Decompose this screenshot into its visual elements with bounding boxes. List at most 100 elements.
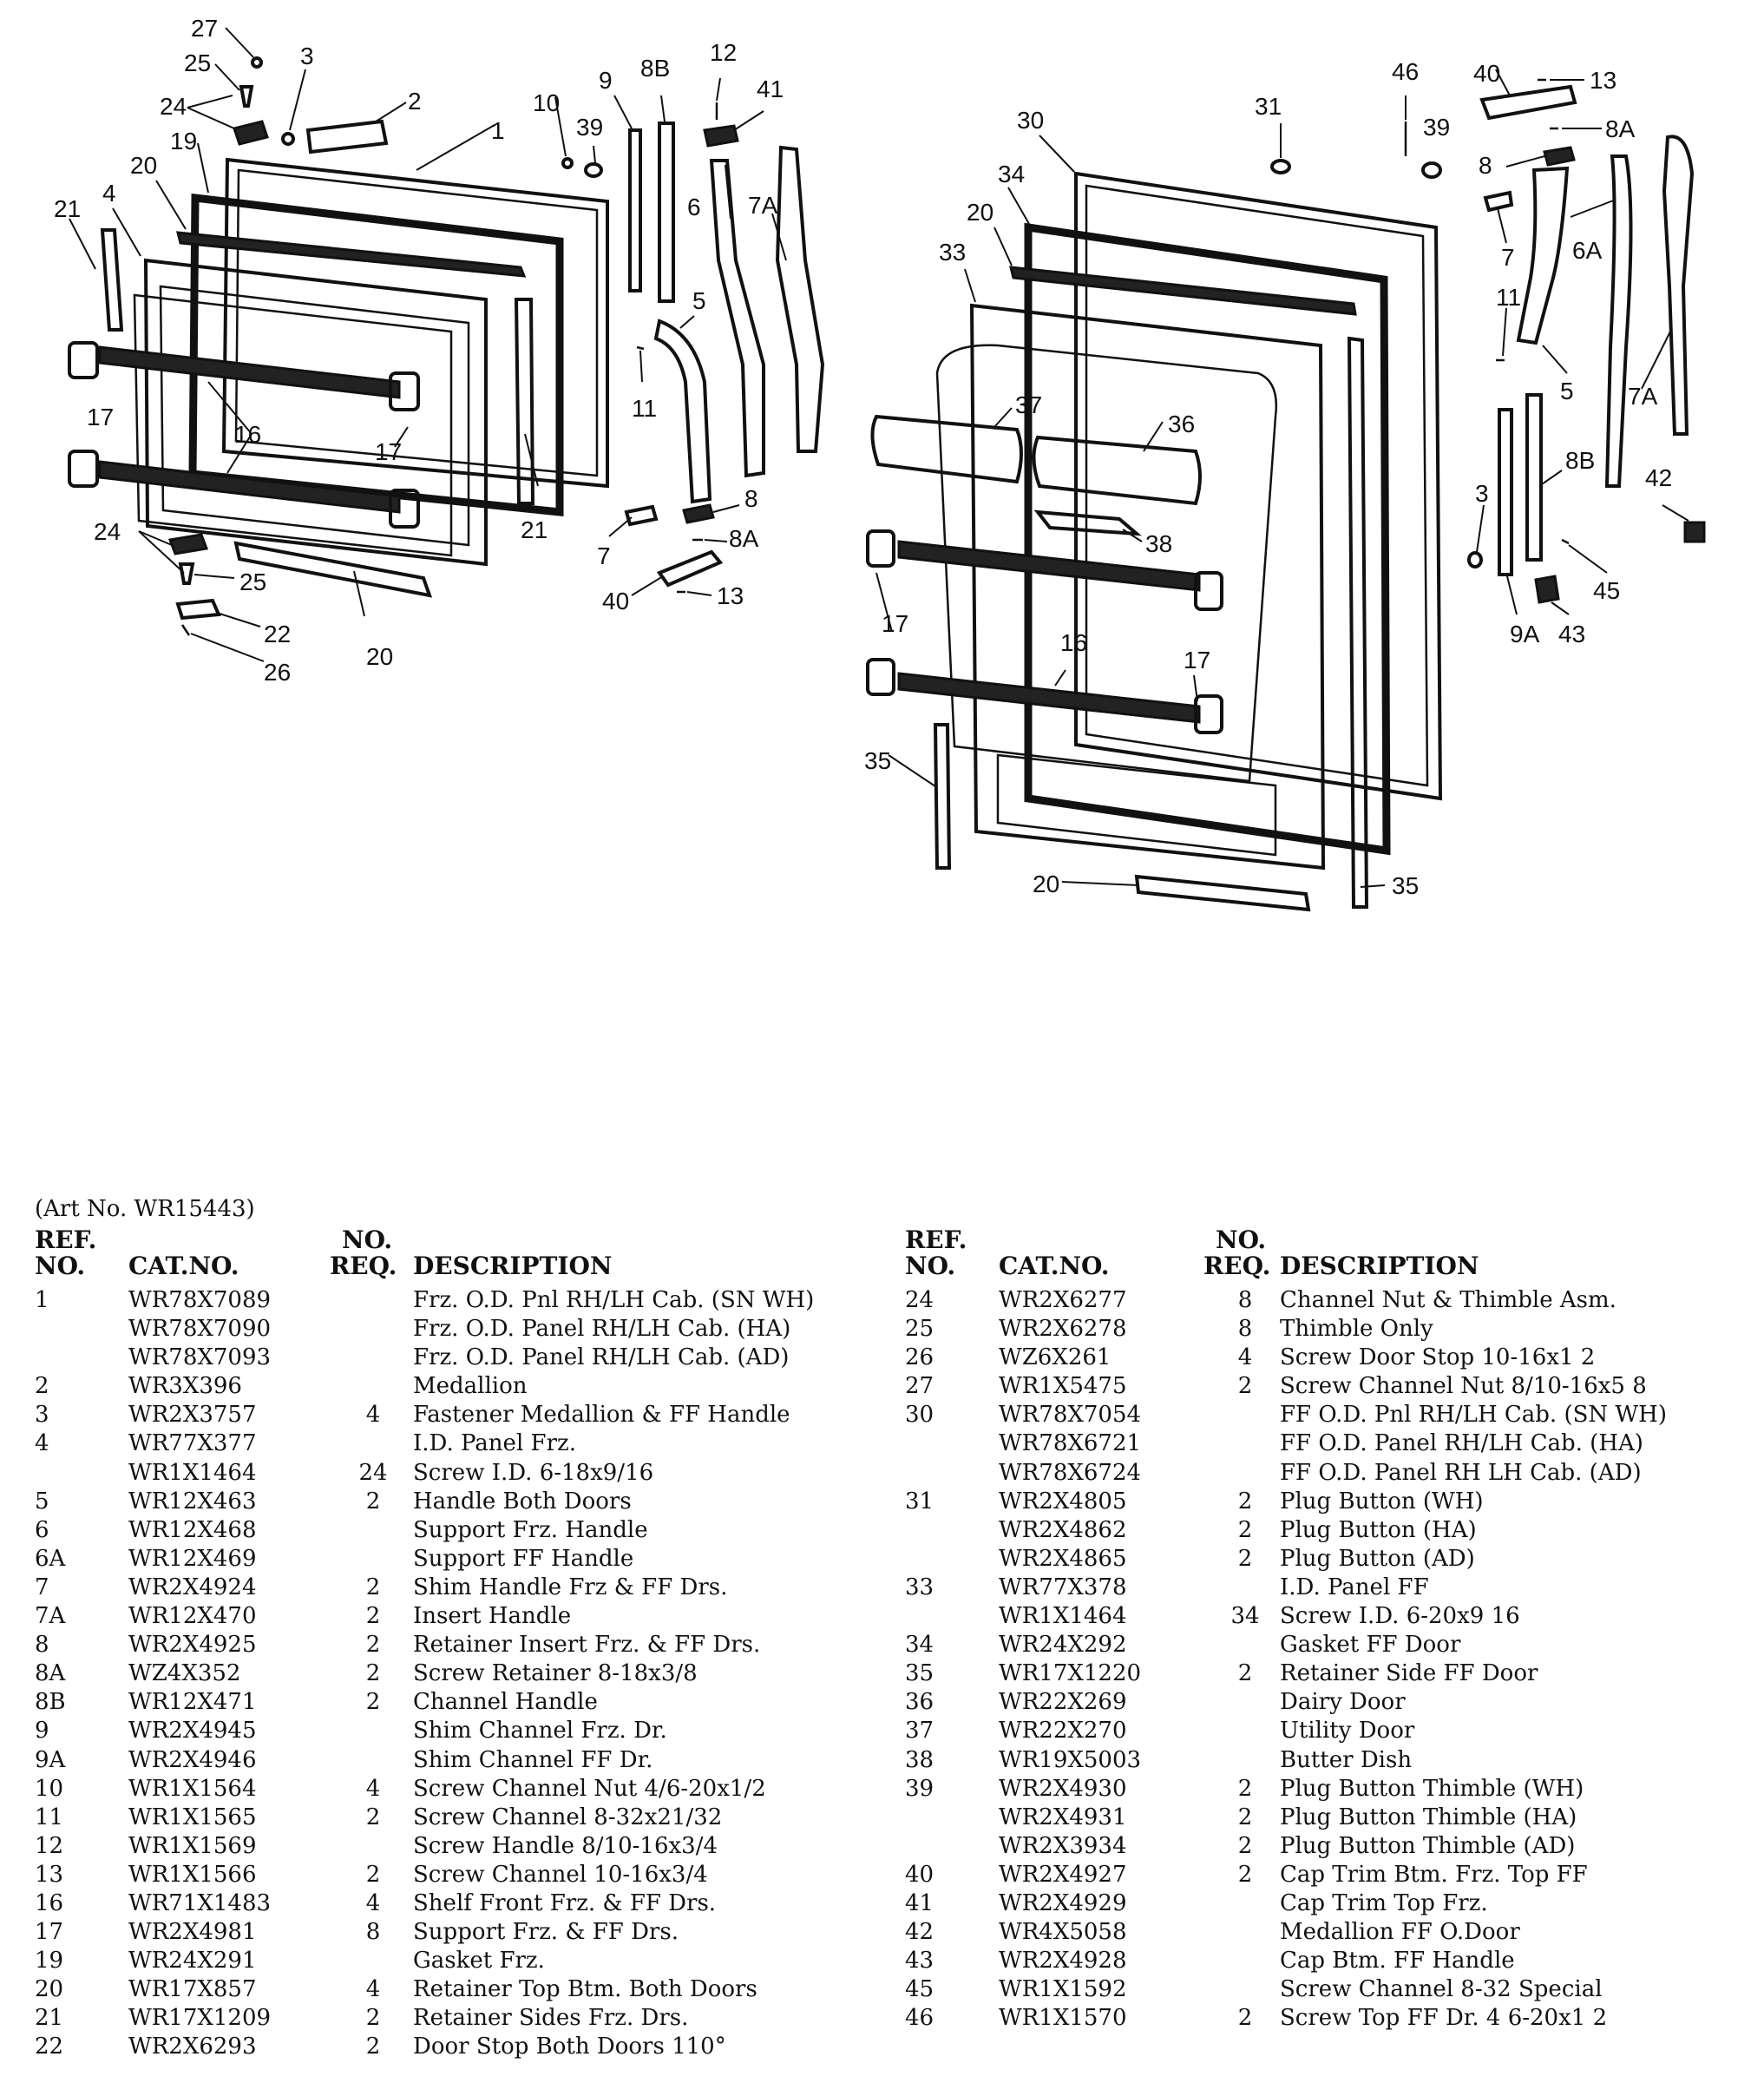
catalog-number: WR12X471 [128, 1689, 257, 1716]
part-27-screw [251, 56, 263, 69]
part-34-ff-gasket [1024, 222, 1391, 856]
callout-21: 21 [54, 195, 81, 222]
part-17-support-bottom-right [389, 489, 420, 529]
quantity-required: 4 [365, 1775, 381, 1802]
catalog-number: WR2X4927 [999, 1861, 1127, 1888]
part-4-freezer-inner-panel [143, 258, 488, 567]
callout-45: 45 [1593, 577, 1620, 604]
part-17-ff-support-bottom-left [866, 658, 895, 696]
part-description: Gasket FF Door [1280, 1632, 1461, 1659]
part-description: Screw I.D. 6-20x9 16 [1280, 1603, 1520, 1630]
catalog-number: WR24X292 [999, 1632, 1127, 1659]
catalog-number: WZ6X261 [999, 1344, 1112, 1371]
part-17-ff-support-bottom-right [1194, 694, 1223, 734]
part-10-screw [561, 157, 574, 169]
catalog-number: WR2X6293 [128, 2034, 257, 2060]
quantity-required: 2 [365, 1488, 381, 1515]
part-20-ff-top-retainer [1009, 266, 1357, 316]
callout-5-ff: 5 [1560, 378, 1574, 404]
callout-1: 1 [491, 117, 505, 144]
part-description: Plug Button Thimble (HA) [1280, 1804, 1577, 1830]
callout-20-bottom: 20 [366, 643, 393, 670]
catalog-number: WR78X6724 [999, 1459, 1142, 1486]
part-6a-ff-support-handle [1604, 154, 1633, 488]
header-ref-no: NO. [35, 1252, 86, 1280]
ref-number: 40 [905, 1861, 934, 1888]
part-8-retainer [682, 503, 715, 524]
header-cat-no: CAT.NO. [999, 1252, 1110, 1280]
ref-number: 17 [35, 1919, 64, 1946]
part-description: I.D. Panel Frz. [413, 1430, 576, 1457]
ref-number: 45 [905, 1976, 934, 2003]
part-description: Retainer Side FF Door [1280, 1660, 1538, 1687]
callout-12: 12 [710, 39, 737, 66]
callout-25: 25 [184, 49, 211, 76]
part-30-ff-outer-panel [1074, 171, 1443, 801]
quantity-required: 8 [1237, 1287, 1253, 1313]
part-description: Shelf Front Frz. & FF Drs. [413, 1889, 717, 1916]
callout-13-ff: 13 [1590, 67, 1616, 94]
callout-35-right: 35 [1392, 872, 1419, 899]
ref-number: 25 [905, 1316, 934, 1343]
part-17-support-bottom-left [68, 450, 99, 488]
callout-7-ff: 7 [1501, 244, 1515, 271]
callout-17-ff-left: 17 [882, 610, 908, 637]
callout-2: 2 [408, 88, 422, 115]
part-25-thimble-bottom [178, 562, 195, 585]
catalog-number: WR2X6278 [999, 1316, 1127, 1343]
catalog-number: WR78X7093 [128, 1344, 272, 1371]
callout-41: 41 [757, 76, 784, 102]
ref-number: 13 [35, 1861, 64, 1888]
quantity-required: 2 [1237, 1660, 1253, 1687]
quantity-required: 2 [1237, 2005, 1253, 2032]
catalog-number: WR77X377 [128, 1430, 257, 1457]
callout-11-ff: 11 [1496, 284, 1521, 311]
quantity-required: 2 [365, 1689, 381, 1716]
part-description: Channel Nut & Thimble Asm. [1280, 1287, 1616, 1313]
callout-35-left: 35 [864, 747, 891, 774]
quantity-required: 2 [365, 1861, 381, 1888]
fresh-food-door-assembly [866, 78, 1706, 912]
callout-8a-ff: 8A [1605, 115, 1636, 142]
ref-number: 22 [35, 2034, 64, 2060]
quantity-required: 24 [358, 1459, 388, 1486]
catalog-number: WR2X6277 [999, 1287, 1127, 1313]
part-17-support-top-left [68, 341, 99, 379]
part-24-channel-nut [233, 120, 269, 146]
part-5-handle [653, 319, 712, 504]
catalog-number: WR2X4946 [128, 1746, 257, 1773]
quantity-required: 4 [1237, 1344, 1253, 1371]
catalog-number: WR2X4930 [999, 1775, 1127, 1802]
part-20-ff-bottom-retainer [1134, 874, 1311, 912]
leader-lines [69, 27, 1689, 888]
callout-34: 34 [998, 161, 1025, 187]
part-description: Retainer Sides Frz. Drs. [413, 2005, 689, 2032]
part-7a-insert-handle [775, 145, 825, 453]
part-24-channel-nut-bottom [167, 533, 209, 555]
ref-number: 6 [35, 1516, 49, 1543]
part-39-ff-plug-button [1421, 161, 1442, 179]
part-1-freezer-outer-panel [221, 157, 609, 489]
freezer-door-assembly [68, 56, 825, 636]
callout-9: 9 [599, 67, 613, 94]
ref-number: 37 [905, 1718, 934, 1745]
callout-5: 5 [692, 287, 706, 314]
ref-number: 11 [35, 1804, 64, 1830]
ref-number: 9 [35, 1718, 49, 1745]
part-38-butter-dish [1033, 509, 1142, 536]
catalog-number: WR12X470 [128, 1603, 257, 1630]
parts-list: (Art No. WR15443) REF. NO. CAT.NO. NO. R… [35, 1196, 1735, 2073]
